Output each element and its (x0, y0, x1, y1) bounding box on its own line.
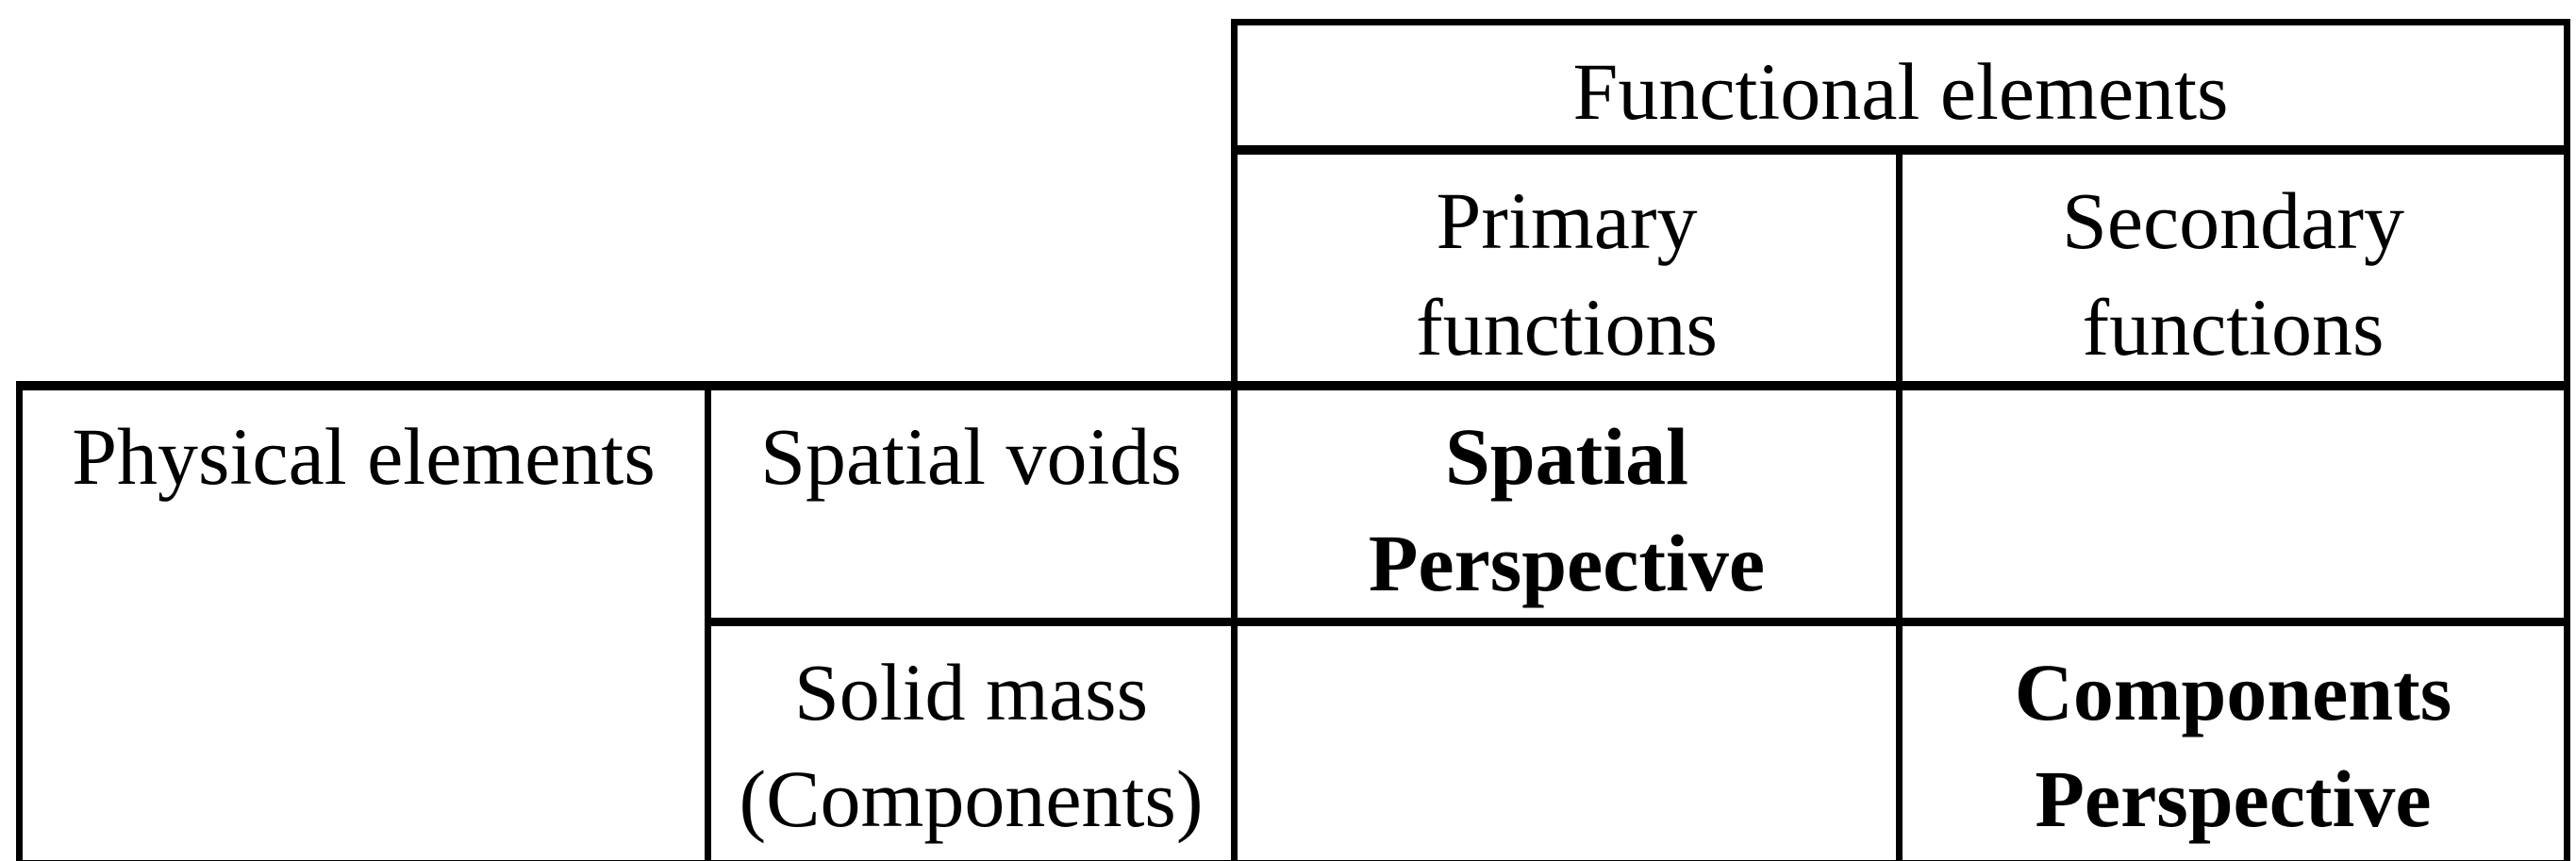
functional-elements-header-label: Functional elements (1572, 46, 2229, 137)
primary-functions-label-line2: functions (1415, 282, 1719, 373)
primary-functions-header-cell: Primary functions (1231, 145, 1903, 389)
spatial-perspective-cell: Spatial Perspective (1231, 381, 1903, 625)
components-perspective-cell: Components Perspective (1896, 617, 2570, 861)
secondary-functions-label-line1: Secondary (2062, 175, 2404, 266)
functional-elements-header-cell: Functional elements (1231, 19, 2570, 154)
spatial-perspective-label-line1: Spatial (1444, 411, 1689, 502)
physical-elements-header-cell: Physical elements (16, 381, 711, 861)
empty-cell-solid-primary (1231, 617, 1903, 861)
solid-mass-row-header-cell: Solid mass (Components) (705, 617, 1238, 861)
spatial-voids-label: Spatial voids (760, 411, 1182, 502)
perspective-matrix-table: Functional elements Primary functions Se… (16, 19, 2570, 861)
components-perspective-label-line2: Perspective (2035, 753, 2432, 844)
secondary-functions-header-cell: Secondary functions (1896, 145, 2570, 389)
solid-mass-label-line2: (Components) (739, 753, 1204, 844)
physical-elements-header-label: Physical elements (72, 411, 656, 502)
spatial-voids-row-header-cell: Spatial voids (705, 381, 1238, 625)
primary-functions-label-line1: Primary (1436, 175, 1698, 266)
secondary-functions-label-line2: functions (2082, 282, 2385, 373)
corner-spacer-cell (19, 22, 1235, 386)
components-perspective-label-line1: Components (2014, 646, 2452, 737)
empty-cell-spatial-secondary (1896, 381, 2570, 625)
spatial-perspective-label-line2: Perspective (1368, 518, 1766, 608)
solid-mass-label-line1: Solid mass (793, 646, 1149, 737)
